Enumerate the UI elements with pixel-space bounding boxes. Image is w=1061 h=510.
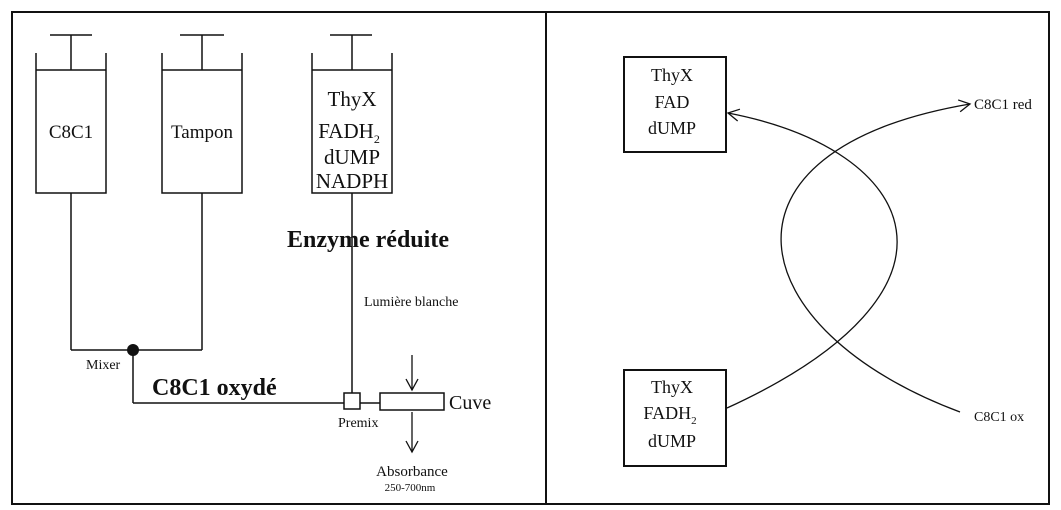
syringe-enzyme-line-1: ThyX bbox=[328, 87, 377, 111]
syringe-enzyme: ThyX FADH2 dUMP NADPH bbox=[311, 34, 393, 194]
top-box-line-3: dUMP bbox=[648, 118, 696, 138]
c8c1-ox-label: C8C1 ox bbox=[974, 410, 1024, 425]
box-oxidized-enzyme: ThyX FAD dUMP bbox=[623, 56, 727, 153]
cuvette-label: Cuve bbox=[449, 392, 491, 414]
bottom-box-subscript: 2 bbox=[691, 415, 697, 427]
enzyme-reduite-label: Enzyme réduite bbox=[287, 227, 449, 253]
mixer-label: Mixer bbox=[86, 358, 121, 373]
svg-text:FADH2: FADH2 bbox=[318, 119, 380, 146]
enzyme-reoxidation-arc bbox=[726, 108, 898, 409]
syringe-enzyme-line-2: FADH bbox=[318, 119, 374, 143]
top-box-line-2: FAD bbox=[655, 92, 690, 112]
c8c1-red-label: C8C1 red bbox=[974, 97, 1032, 113]
box-reduced-enzyme: ThyX FADH2 dUMP bbox=[623, 369, 727, 467]
syringe-enzyme-subscript: 2 bbox=[374, 132, 380, 146]
cuvette bbox=[379, 392, 445, 411]
syringe-tampon-label: Tampon bbox=[171, 122, 233, 143]
premix-label: Premix bbox=[338, 416, 378, 431]
wavelength-label: 250-700nm bbox=[385, 482, 436, 494]
right-panel-frame bbox=[545, 11, 1050, 505]
syringe-tampon: Tampon bbox=[161, 34, 243, 194]
white-light-label: Lumière blanche bbox=[364, 295, 458, 310]
bottom-box-line-1: ThyX bbox=[651, 377, 693, 397]
bottom-box-line-2: FADH bbox=[643, 403, 691, 423]
c8c1-reduction-arc bbox=[780, 99, 972, 413]
syringe-enzyme-line-3: dUMP bbox=[324, 145, 380, 169]
left-panel-frame bbox=[11, 11, 547, 505]
svg-text:FADH2: FADH2 bbox=[643, 403, 696, 427]
absorbance-label: Absorbance bbox=[376, 464, 448, 480]
premix-box bbox=[343, 392, 361, 410]
syringe-enzyme-line-4: NADPH bbox=[316, 169, 388, 193]
c8c1-oxyde-label: C8C1 oxydé bbox=[152, 375, 277, 401]
bottom-box-line-3: dUMP bbox=[648, 431, 696, 451]
tubing bbox=[70, 193, 380, 404]
syringe-c8c1-label: C8C1 bbox=[49, 122, 93, 143]
syringe-c8c1: C8C1 bbox=[35, 34, 107, 194]
top-box-line-1: ThyX bbox=[651, 65, 693, 85]
mixer-node bbox=[127, 344, 139, 356]
